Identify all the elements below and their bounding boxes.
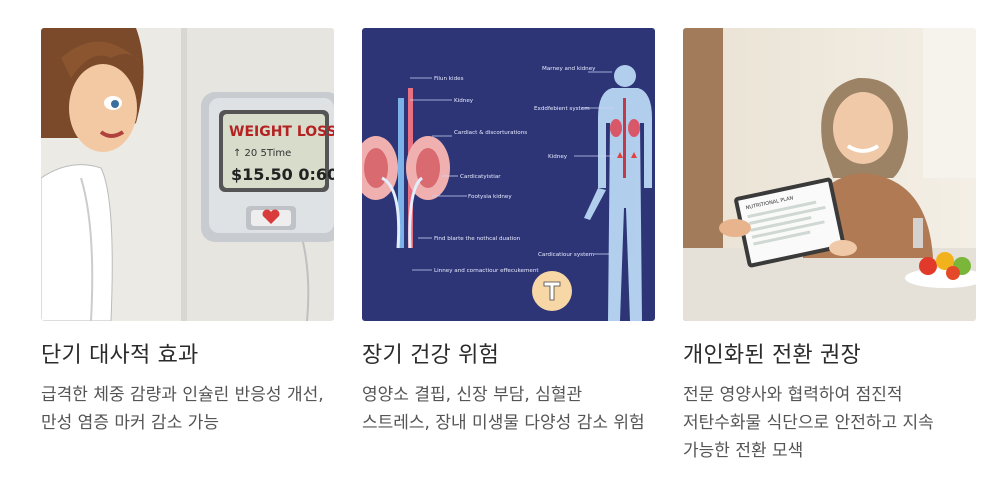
diagram-label-3: Cardiact & discorturations (454, 130, 527, 136)
card-row: WEIGHT LOSS ↑ 20 5Time $15.50 0:60 단기 대사… (41, 28, 976, 465)
scale-line2: ↑ 20 5Time (233, 148, 291, 159)
weight-loss-illustration: WEIGHT LOSS ↑ 20 5Time $15.50 0:60 (41, 28, 334, 321)
kidney-infographic: Filun kides Kidney Cardiact & discortura… (362, 28, 655, 321)
diagram-label-8: Marney and kidney (542, 66, 596, 72)
document-icon (543, 281, 561, 301)
diagram-label-4: Cardicatyistiar (460, 174, 501, 180)
diagram-label-7: Linney and cornactiour effecukement (434, 268, 539, 274)
card-long-term-risks: Filun kides Kidney Cardiact & discortura… (362, 28, 655, 465)
body-silhouette (584, 65, 652, 321)
kidney-infographic-svg: Filun kides Kidney Cardiact & discortura… (362, 28, 655, 321)
diagram-label-6: Find blarte the nothcal duation (434, 236, 521, 242)
diagram-label-5: Footysia kidney (468, 194, 512, 200)
card-title: 단기 대사적 효과 (41, 343, 199, 368)
weight-loss-illustration-svg: WEIGHT LOSS ↑ 20 5Time $15.50 0:60 (41, 28, 334, 321)
card-description: 급격한 체중 감량과 인슐린 반응성 개선, 만성 염증 마커 감소 가능 (41, 385, 324, 433)
card-short-term-effects: WEIGHT LOSS ↑ 20 5Time $15.50 0:60 단기 대사… (41, 28, 334, 465)
dietitian-photo-svg: NUTRITIONAL PLAN (683, 28, 976, 321)
scale-line1: WEIGHT LOSS (229, 124, 334, 140)
diagram-label-10: Kidney (548, 154, 568, 160)
diagram-label-9: Exddfebient system (534, 106, 590, 112)
card-personalized-transition: NUTRITIONAL PLAN 개인화된 전환 권장 (683, 28, 976, 465)
dietitian-photo: NUTRITIONAL PLAN (683, 28, 976, 321)
diagram-label-2: Kidney (454, 98, 474, 104)
card-title: 개인화된 전환 권장 (683, 343, 861, 368)
card-description: 전문 영양사와 협력하여 점진적 저탄수화물 식단으로 안전하고 지속 가능한 … (683, 385, 934, 461)
diagram-label-1: Filun kides (434, 76, 464, 82)
card-title: 장기 건강 위험 (362, 343, 500, 368)
heart-icon (262, 209, 280, 224)
card-description: 영양소 결핍, 신장 부담, 심혈관 스트레스, 장내 미생물 다양성 감소 위… (362, 385, 645, 433)
scale-line3: $15.50 0:60 (231, 165, 334, 184)
diagram-label-11: Cardicatiour system (538, 252, 594, 258)
